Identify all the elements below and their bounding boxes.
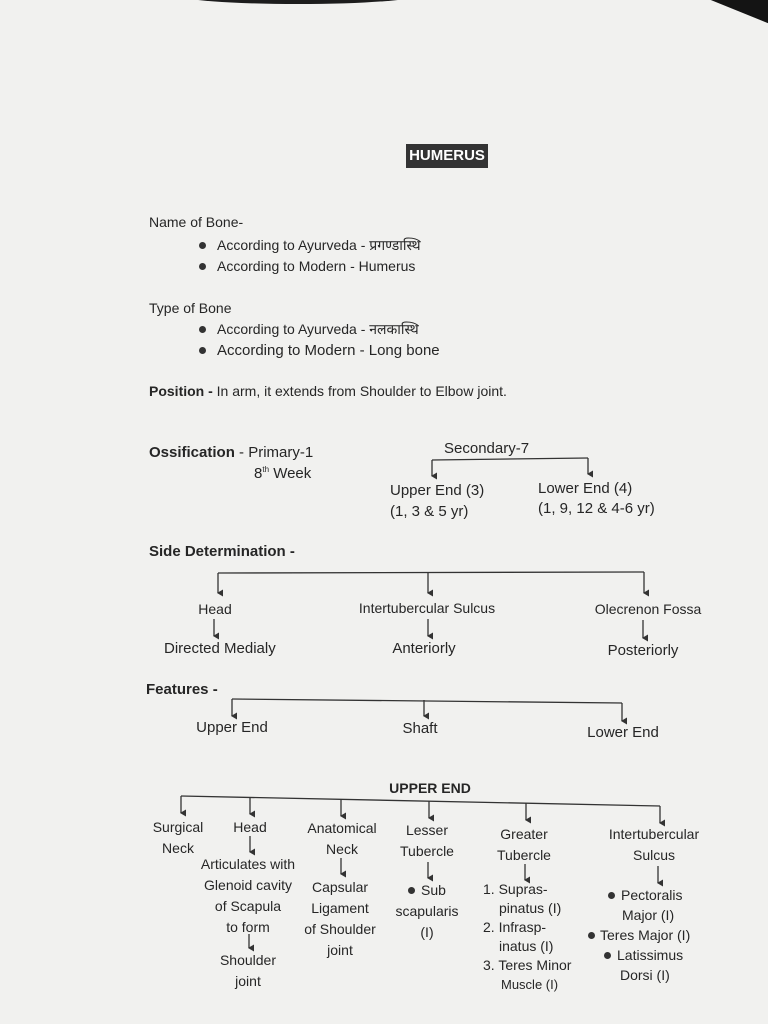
side-determination-heading: Side Determination - — [149, 543, 295, 560]
page-title: HUMERUS — [406, 144, 488, 168]
position-label: Position - — [149, 383, 213, 399]
scan-shadow-top — [178, 0, 418, 4]
upper-end-heading: UPPER END — [389, 780, 471, 796]
ossification-connector — [431, 457, 589, 461]
bullet-icon — [199, 325, 206, 333]
ossification-week: 8th Week — [254, 465, 312, 482]
anatomical-neck: Anatomical Neck — [307, 820, 377, 857]
name-of-bone-item: According to Ayurveda - प्रगण्डास्थि — [199, 236, 421, 255]
bullet-icon — [199, 262, 206, 270]
lesser-muscles: Sub scapularis (I) — [395, 882, 459, 940]
ossification-line: Ossification - Primary-1 — [149, 444, 313, 461]
anatomical-detail: Capsular Ligament of Shoulder joint — [304, 879, 376, 958]
bullet-icon — [588, 931, 595, 939]
ossification-upper-end-years: (1, 3 & 5 yr) — [390, 503, 469, 520]
head-detail: Articulates with Glenoid cavity of Scapu… — [200, 856, 296, 935]
type-of-bone-heading: Type of Bone — [149, 300, 232, 316]
intertubercular-muscles: Pectoralis Major (I) Teres Major (I) Lat… — [588, 885, 718, 985]
features-connector — [231, 698, 623, 704]
position-line: Position - In arm, it extends from Shoul… — [149, 383, 507, 399]
name-of-bone-item: According to Modern - Humerus — [199, 258, 415, 274]
side-connector — [217, 571, 645, 574]
side-part-olecrenon: Olecrenon Fossa — [594, 601, 702, 617]
ossification-label: Ossification — [149, 444, 235, 461]
feature-upper-end: Upper End — [196, 719, 268, 736]
features-heading: Features - — [146, 681, 218, 698]
position-text: In arm, it extends from Shoulder to Elbo… — [216, 383, 507, 399]
greater-tubercle: Greater Tubercle — [497, 826, 551, 863]
type-of-bone-item: According to Modern - Long bone — [199, 342, 440, 359]
head-label: Head — [233, 819, 267, 835]
ossification-secondary: Secondary-7 — [444, 440, 530, 457]
type-of-bone-item: According to Ayurveda - नलकास्थि — [199, 320, 419, 339]
feature-shaft: Shaft — [402, 720, 438, 737]
upper-end-connector — [180, 795, 661, 807]
ossification-upper-end: Upper End (3) — [390, 482, 485, 499]
ossification-lower-end-years: (1, 9, 12 & 4-6 yr) — [538, 500, 655, 517]
ossification-lower-end: Lower End (4) — [538, 480, 633, 497]
side-part-head: Head — [198, 601, 232, 617]
ossification-primary: - Primary-1 — [239, 444, 314, 461]
greater-muscles: 1. Supras- pinatus (I) 2. Infrasp- inatu… — [483, 881, 572, 992]
bullet-icon — [199, 241, 206, 249]
side-direction-anterior: Anteriorly — [392, 640, 456, 657]
side-direction-medial: Directed Medialy — [164, 640, 276, 657]
head-result: Shoulder joint — [219, 952, 277, 989]
name-of-bone-heading: Name of Bone- — [149, 214, 244, 230]
intertubercular-sulcus: Intertubercular Sulcus — [608, 826, 700, 863]
side-part-intertubercular: Intertubercular Sulcus — [358, 600, 496, 616]
lesser-tubercle: Lesser Tubercle — [400, 822, 454, 859]
bullet-icon — [604, 951, 611, 959]
side-direction-posterior: Posteriorly — [607, 642, 679, 659]
bullet-icon — [199, 346, 206, 354]
bullet-icon — [408, 886, 416, 894]
feature-lower-end: Lower End — [587, 724, 659, 741]
bullet-icon — [608, 891, 615, 899]
surgical-neck: Surgical Neck — [152, 819, 204, 856]
